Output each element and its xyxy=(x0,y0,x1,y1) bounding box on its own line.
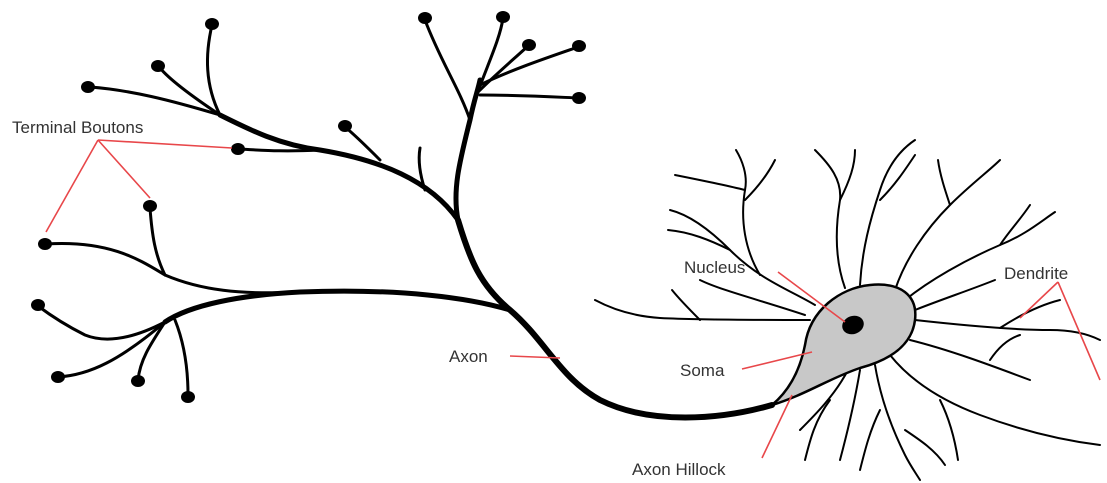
bouton xyxy=(572,92,586,104)
label-axon: Axon xyxy=(449,347,488,366)
bouton xyxy=(81,81,95,93)
bouton xyxy=(205,18,219,30)
bouton xyxy=(38,238,52,250)
bouton xyxy=(181,391,195,403)
bouton xyxy=(418,12,432,24)
axon-branch-lower xyxy=(165,291,510,322)
soma xyxy=(772,285,915,405)
label-dendrite: Dendrite xyxy=(1004,264,1068,283)
bouton xyxy=(572,40,586,52)
bouton xyxy=(151,60,165,72)
label-axon-hillock: Axon Hillock xyxy=(632,460,726,479)
axon xyxy=(38,18,772,418)
bouton xyxy=(496,11,510,23)
label-soma: Soma xyxy=(680,361,725,380)
bouton xyxy=(522,39,536,51)
label-nucleus: Nucleus xyxy=(684,258,745,277)
leader-dendrite xyxy=(1020,282,1058,318)
bouton xyxy=(31,299,45,311)
bouton xyxy=(338,120,352,132)
axon-branch-upper xyxy=(456,80,480,220)
bouton xyxy=(143,200,157,212)
bouton xyxy=(131,375,145,387)
axon-branch-left-upper xyxy=(220,115,458,220)
leader-terminal-boutons xyxy=(98,140,150,198)
bouton xyxy=(51,371,65,383)
leader-terminal-boutons xyxy=(98,140,232,148)
label-terminal-boutons: Terminal Boutons xyxy=(12,118,143,137)
leader-terminal-boutons xyxy=(46,140,98,232)
bouton xyxy=(231,143,245,155)
